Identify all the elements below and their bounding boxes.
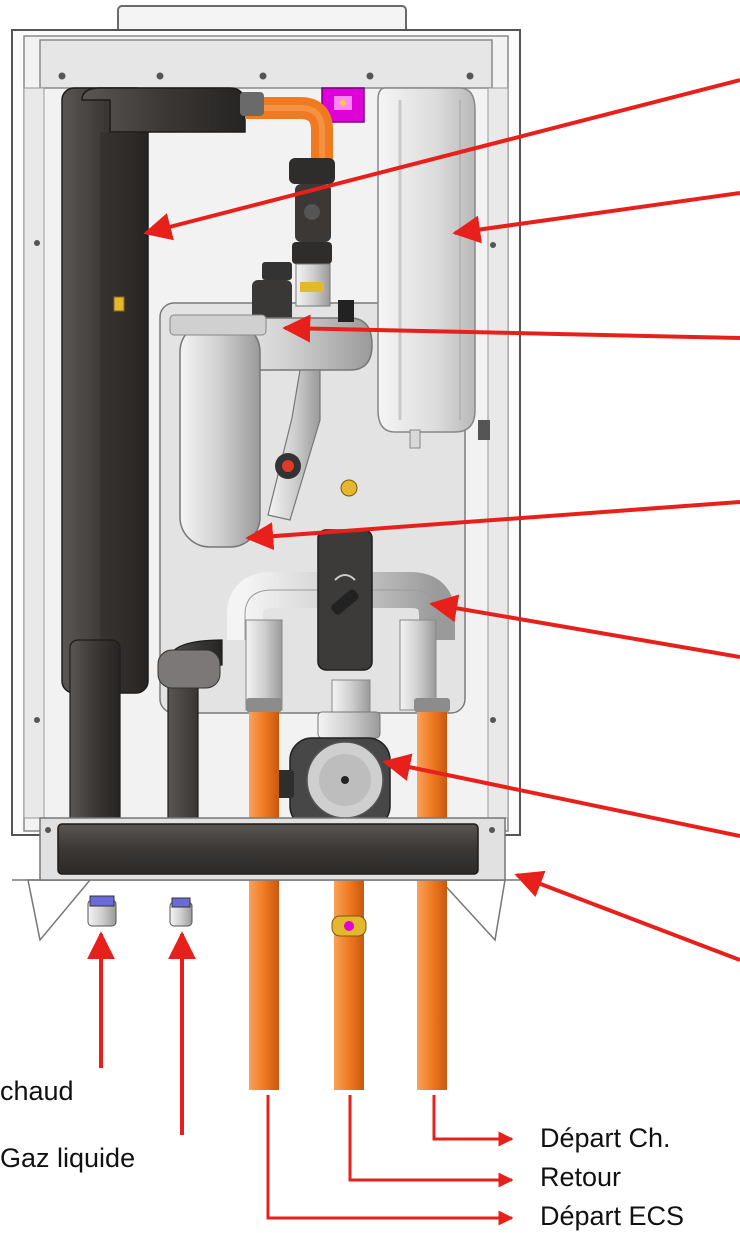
expansion-vessel (377, 87, 490, 449)
hot-gas-fitting-cap (89, 895, 115, 907)
hot-gas-pipe (69, 639, 121, 841)
water-pipes (246, 698, 450, 1090)
bolt (259, 72, 267, 80)
center-riser (289, 158, 335, 307)
leader-depart-ch (432, 1095, 514, 1147)
vessel-valve (478, 420, 490, 440)
liquid-gas-fitting-cap (171, 897, 191, 908)
label-depart-ch: Départ Ch. (540, 1123, 671, 1153)
bottom-header (39, 817, 506, 881)
arrow-heat-exchanger (143, 78, 740, 241)
left-foot (27, 879, 92, 942)
ecs-supply-pipe (249, 700, 279, 1090)
right-rail (487, 87, 509, 819)
leader-depart-ecs (266, 1095, 514, 1226)
purge-valve (262, 262, 292, 280)
liquid-gas-pipe (167, 639, 223, 841)
plate-heat-exchanger (61, 87, 246, 694)
bolt (58, 72, 66, 80)
gas-pipes (69, 639, 223, 927)
sensor-pocket (113, 296, 125, 312)
bolt (490, 717, 496, 723)
brass-plug (340, 479, 358, 497)
flow-switch (321, 87, 365, 123)
buffer-cylinder (169, 314, 267, 548)
leader-retour (348, 1095, 514, 1188)
top-rail (39, 39, 493, 89)
callout-arrows (143, 78, 740, 962)
vent-valve (338, 300, 354, 322)
bolt (45, 827, 51, 833)
arrow-header (514, 870, 740, 962)
top-water-pipe (240, 92, 333, 165)
pipe-fitting (240, 92, 264, 116)
bolt (366, 72, 374, 80)
bolt (489, 827, 495, 833)
arrow-three-way-valve (429, 594, 740, 659)
arrow-pump (382, 753, 740, 838)
bolt (34, 240, 40, 246)
label-gaz-liquide: Gaz liquide (0, 1143, 136, 1173)
arrow-expansion-vessel (452, 191, 740, 244)
water-leader-lines (266, 1095, 514, 1226)
arrow-air-separator (282, 314, 740, 343)
connecting-elbow (267, 369, 321, 521)
bolt (466, 72, 474, 80)
left-rail (23, 87, 45, 819)
label-retour: Retour (540, 1162, 622, 1192)
liquid-gas-elbow (157, 649, 221, 689)
bolt (34, 717, 40, 723)
arrow-buffer-cylinder (245, 500, 740, 551)
label-gaz-chaud: chaud (0, 1076, 74, 1106)
bolt (490, 242, 496, 248)
label-depart-ecs: Départ ECS (540, 1201, 685, 1231)
heating-supply-pipe (417, 700, 447, 1090)
gas-callout-arrows (87, 931, 196, 1135)
vessel-nipple (409, 429, 421, 449)
bolt (156, 72, 164, 80)
circulation-pump (272, 711, 391, 829)
right-foot (438, 879, 506, 942)
